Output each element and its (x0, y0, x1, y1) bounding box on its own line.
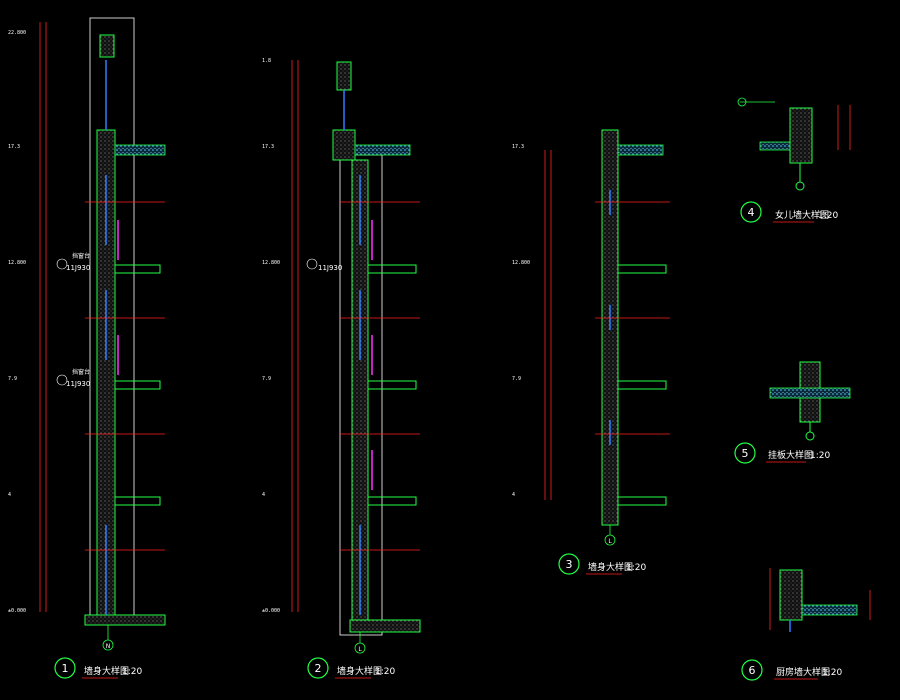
d3-elev-3: 4 (512, 492, 515, 498)
detail-3-dim-chain (544, 150, 552, 500)
detail-2-glazing (343, 90, 361, 615)
detail-1-parapet (99, 34, 115, 58)
detail-1-scale: 1:20 (122, 667, 142, 677)
detail-1-title-text: 墙身大样图 (84, 665, 129, 677)
detail-2-dim-chain (291, 60, 299, 612)
detail-1-callouts: 挡窗台 11J930 挡窗台 11J930 (56, 252, 90, 388)
detail-1-wall-section (39, 17, 166, 626)
detail-2-floor-slabs (349, 264, 421, 633)
detail-1-elevations: 22.800 17.3 12.800 7.9 4 ±0.000 (8, 30, 26, 614)
detail-3-elevations: 17.3 12.800 7.9 4 (512, 144, 530, 498)
detail-3-title: 3 墙身大样图 1:20 (558, 553, 646, 575)
d2-elev-1: 17.3 (262, 144, 274, 150)
detail-5-scale: 1:20 (810, 451, 830, 461)
detail-2-title-text: 墙身大样图 (337, 665, 382, 677)
detail-2-number-circle (307, 657, 329, 679)
detail-2-elevations: 1.8 17.3 12.800 7.9 4 ±0.000 (262, 58, 280, 614)
detail-5-panel (769, 361, 851, 441)
detail-1-floor-slabs (84, 264, 166, 626)
detail-4-parapet (737, 97, 851, 191)
detail-3-axis-mark: L (604, 525, 616, 546)
svg-text:L: L (358, 646, 362, 653)
callout-a-tag: 挡窗台 (72, 252, 90, 260)
d2-elev-5: ±0.000 (262, 608, 280, 614)
d1-elev-2: 12.800 (8, 260, 26, 266)
detail-1-number: 1 (62, 662, 69, 675)
d2-elev-0: 1.8 (262, 58, 271, 64)
detail-4-title: 4 女儿墙大样图 1:20 (740, 201, 838, 223)
d3-elev-0: 17.3 (512, 144, 524, 150)
d1-elev-1: 17.3 (8, 144, 20, 150)
detail-1-title: 1 墙身大样图 1:20 (54, 657, 142, 679)
detail-3-wall-section (544, 129, 670, 526)
detail-3-title-text: 墙身大样图 (588, 561, 633, 573)
callout-c-ref: 11J930 (318, 264, 342, 272)
detail-6-title-text: 厨房墙大样图 (776, 666, 830, 678)
detail-4-title-text: 女儿墙大样图 (775, 209, 829, 221)
detail-2-roof-beam (332, 129, 356, 161)
d2-elev-4: 4 (262, 492, 265, 498)
detail-2-roof-slab (354, 144, 411, 156)
svg-text:L: L (608, 538, 612, 545)
detail-1-dim-chain (39, 22, 47, 612)
detail-4-number: 4 (748, 206, 755, 219)
detail-1-red-ticks (85, 201, 165, 551)
detail-2-red-ticks (340, 201, 420, 551)
detail-4-number-circle (740, 201, 762, 223)
detail-3-number: 3 (566, 558, 573, 571)
detail-3-number-circle (558, 553, 580, 575)
d2-elev-2: 12.800 (262, 260, 280, 266)
detail-3-floor-slabs (617, 264, 667, 506)
detail-2-callouts: 11J930 (306, 258, 342, 272)
detail-3-roof-slab (617, 144, 664, 156)
detail-5-number-circle (734, 442, 756, 464)
d3-elev-1: 12.800 (512, 260, 530, 266)
detail-3-red-ticks (595, 201, 670, 435)
d1-elev-4: 4 (8, 492, 11, 498)
detail-6-title: 6 厨房墙大样图 1:20 (741, 659, 842, 681)
detail-4-scale: 1:20 (818, 211, 838, 221)
detail-6-number-circle (741, 659, 763, 681)
detail-5-title-text: 挂板大样图 (768, 449, 813, 461)
detail-5-title: 5 挂板大样图 1:20 (734, 442, 830, 464)
callout-b-tag: 挡窗台 (72, 368, 90, 376)
detail-2-title: 2 墙身大样图 1:20 (307, 657, 395, 679)
detail-5-number: 5 (742, 447, 749, 460)
d1-elev-3: 7.9 (8, 376, 17, 382)
detail-2-parapet (336, 61, 352, 91)
detail-6-number: 6 (749, 664, 756, 677)
d3-elev-2: 7.9 (512, 376, 521, 382)
detail-6-scale: 1:20 (822, 668, 842, 678)
callout-b-ref: 11J930 (66, 380, 90, 388)
d1-elev-0: 22.800 (8, 30, 26, 36)
d2-elev-3: 7.9 (262, 376, 271, 382)
detail-2-wall-section (291, 60, 421, 636)
detail-1-roof-slab (114, 144, 166, 156)
svg-text:N: N (106, 643, 111, 650)
detail-3-scale: 1:20 (626, 563, 646, 573)
detail-2-axis-mark: L (354, 632, 366, 654)
detail-6-kitchen-wall (769, 568, 871, 632)
d1-elev-5: ±0.000 (8, 608, 26, 614)
detail-1-axis-mark: N (102, 625, 114, 651)
callout-a-ref: 11J930 (66, 264, 90, 272)
detail-2-scale: 1:20 (375, 667, 395, 677)
detail-1-number-circle (54, 657, 76, 679)
detail-2-number: 2 (315, 662, 322, 675)
